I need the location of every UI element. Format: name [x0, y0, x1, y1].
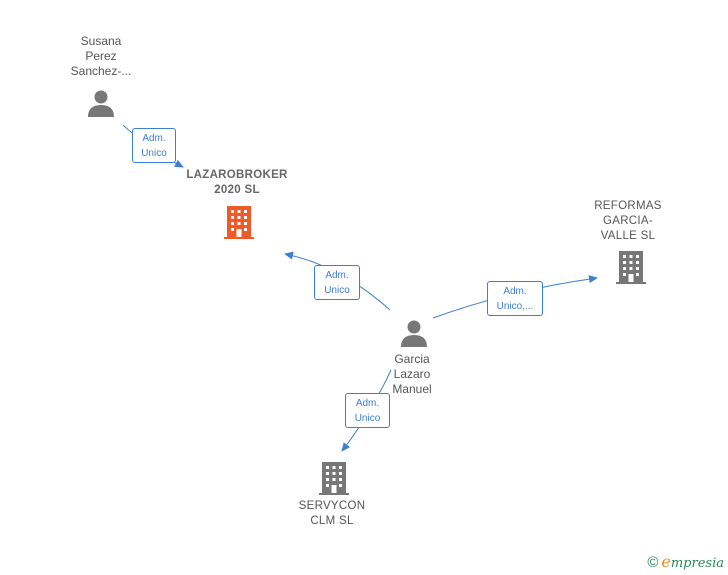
- relation-label-garcia-reformas[interactable]: Adm. Unico,...: [487, 281, 543, 316]
- relation-label-garcia-servycon[interactable]: Adm. Unico: [345, 393, 390, 428]
- brand-logo-initial: e: [661, 552, 671, 571]
- brand-logo-text: mpresia: [670, 556, 724, 571]
- building-icon[interactable]: [317, 460, 351, 496]
- node-label-lazarobroker[interactable]: LAZAROBROKER 2020 SL: [186, 169, 288, 196]
- node-label-susana[interactable]: Susana Perez Sanchez-...: [70, 34, 132, 78]
- building-icon-highlight[interactable]: [222, 204, 256, 240]
- relation-label-susana-lazarobroker[interactable]: Adm. Unico: [132, 128, 176, 163]
- node-label-servycon[interactable]: SERVYCON CLM SL: [298, 500, 366, 527]
- person-icon[interactable]: [399, 318, 429, 348]
- node-label-garcia[interactable]: Garcia Lazaro Manuel: [392, 352, 432, 396]
- empresia-watermark: ©empresia: [647, 552, 724, 571]
- person-icon[interactable]: [86, 88, 116, 118]
- building-icon[interactable]: [614, 249, 648, 285]
- node-label-reformas[interactable]: REFORMAS GARCIA- VALLE SL: [594, 200, 662, 242]
- relation-label-garcia-lazarobroker[interactable]: Adm. Unico: [314, 265, 360, 300]
- copyright-icon: ©: [647, 554, 659, 571]
